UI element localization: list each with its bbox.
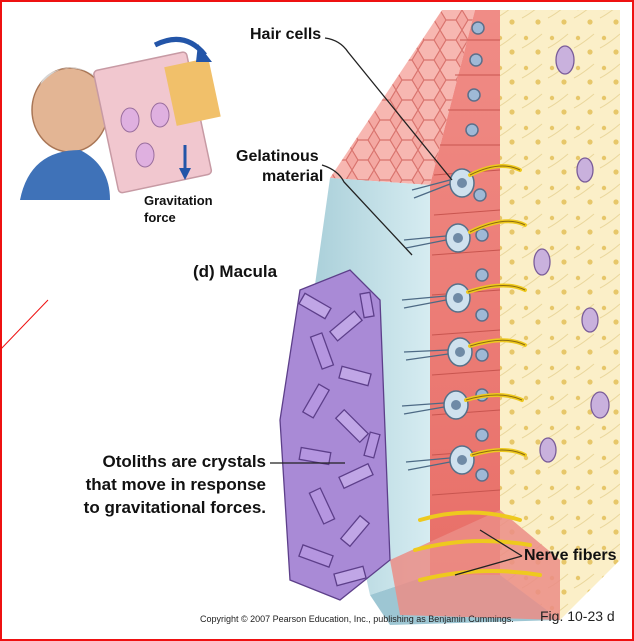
gelatinous-label-line2: material [262, 168, 323, 186]
nerve-fibers-label: Nerve fibers [524, 547, 617, 565]
otoliths-label-line2: that move in response [80, 475, 266, 495]
gravitation-label-line1: Gravitation [144, 193, 213, 208]
otoliths-label-line3: to gravitational forces. [70, 498, 266, 518]
gravitation-label-line2: force [144, 210, 176, 225]
gelatinous-label-line1: Gelatinous [236, 148, 319, 166]
head-inset [20, 39, 221, 200]
macula-title: (d) Macula [193, 262, 277, 282]
copyright-text: Copyright © 2007 Pearson Education, Inc.… [200, 614, 514, 624]
hair-cells-label: Hair cells [250, 26, 321, 44]
otoliths-label-line1: Otoliths are crystals [94, 452, 266, 472]
otolith-crystals [280, 270, 390, 600]
figure-number: Fig. 10-23 d [540, 608, 615, 624]
